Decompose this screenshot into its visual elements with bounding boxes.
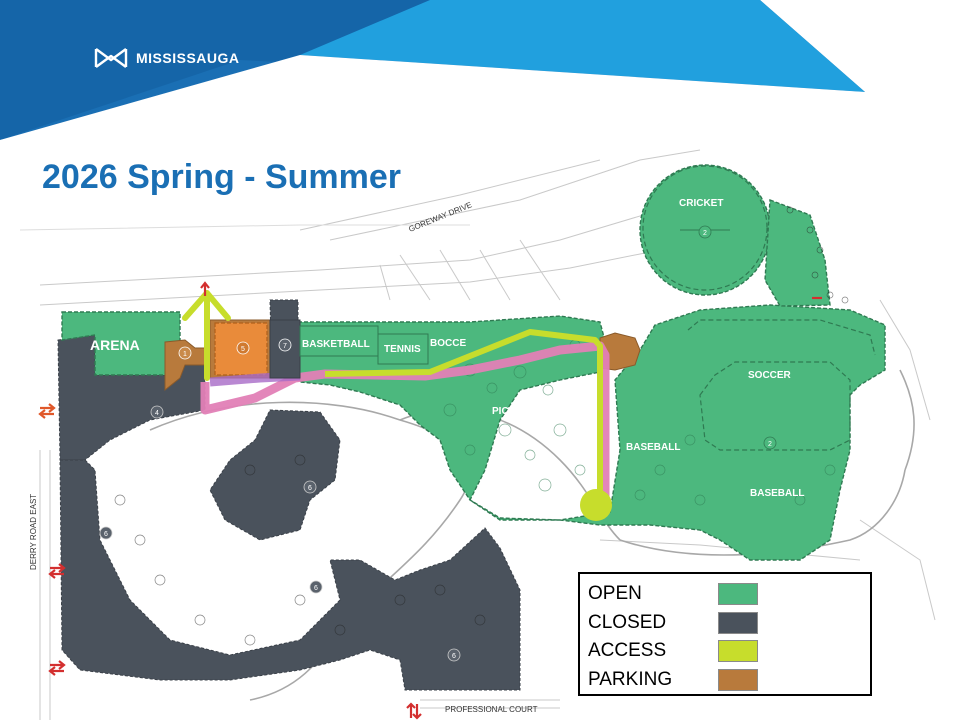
header-banner — [0, 0, 960, 150]
traffic-arrows — [38, 281, 822, 720]
facility-label-baseball-2: BASEBALL — [750, 488, 804, 499]
facility-label-tennis: TENNIS — [384, 344, 421, 355]
map-legend: OPEN CLOSED ACCESS PARKING — [578, 572, 872, 696]
legend-label: OPEN — [588, 583, 642, 605]
park-site-map: 1 5 7 4 2 2 6 6 6 6 GOREWAY DRIVE DERRY … — [19, 149, 936, 720]
legend-item-open: OPEN — [588, 580, 862, 609]
brand-logo[interactable]: MISSISSAUGA — [94, 44, 240, 72]
street-label-derry: DERRY ROAD EAST — [29, 494, 38, 570]
facility-label-soccer: SOCCER — [748, 370, 792, 381]
phase-marker-6d: 6 — [447, 648, 461, 662]
tree-canopy — [443, 339, 836, 506]
street-label-professional: PROFESSIONAL COURT — [445, 705, 538, 714]
facility-label-cricket: CRICKET — [679, 198, 723, 209]
svg-text:6: 6 — [314, 585, 318, 592]
turnaround-circle — [580, 489, 612, 521]
svg-text:7: 7 — [283, 343, 287, 350]
phase-markers: 1 5 7 4 2 2 6 6 6 6 — [99, 225, 777, 662]
basemap-linework — [19, 149, 936, 720]
svg-text:6: 6 — [308, 485, 312, 492]
facility-label-picnic: PICNIC — [492, 406, 526, 417]
mississauga-logo-icon — [94, 48, 128, 68]
legend-swatch-open — [718, 583, 758, 606]
svg-text:4: 4 — [155, 410, 159, 417]
facility-label-baseball-1: BASEBALL — [626, 442, 680, 453]
legend-item-parking: PARKING — [588, 666, 862, 695]
page-title: 2026 Spring - Summer — [42, 158, 402, 196]
svg-text:6: 6 — [104, 531, 108, 538]
svg-text:2: 2 — [703, 230, 707, 237]
phase-marker-1: 1 — [178, 346, 192, 360]
phase-marker-6b: 6 — [99, 526, 113, 540]
access-arrow — [182, 290, 231, 381]
svg-text:2: 2 — [768, 441, 772, 448]
legend-swatch-parking — [718, 668, 758, 691]
phase-marker-5: 5 — [236, 341, 250, 355]
facility-label-bocce: BOCCE — [430, 338, 466, 349]
street-label-goreway: GOREWAY DRIVE — [407, 200, 473, 234]
legend-swatch-access — [718, 640, 758, 663]
svg-text:5: 5 — [241, 346, 245, 353]
tennis-court — [377, 333, 429, 365]
header-graphic — [0, 0, 865, 150]
phase-marker-6c: 6 — [309, 580, 323, 594]
phase-marker-2b: 2 — [763, 436, 777, 450]
legend-label: PARKING — [588, 668, 673, 690]
legend-label: CLOSED — [588, 611, 667, 633]
phase-marker-2a: 2 — [698, 225, 712, 239]
facility-label-basketball: BASKETBALL — [302, 339, 370, 350]
facility-label-arena: ARENA — [90, 337, 140, 353]
brand-name: MISSISSAUGA — [136, 50, 240, 66]
legend-label: ACCESS — [588, 640, 667, 662]
phase-marker-7: 7 — [278, 338, 292, 352]
phase-marker-6a: 6 — [303, 480, 317, 494]
legend-item-closed: CLOSED — [588, 609, 862, 638]
tree-canopy-dark — [114, 206, 849, 646]
svg-text:1: 1 — [183, 351, 187, 358]
legend-item-access: ACCESS — [588, 637, 862, 666]
phase-marker-4: 4 — [150, 405, 164, 419]
field-outlines — [642, 165, 876, 451]
svg-text:6: 6 — [452, 653, 456, 660]
legend-swatch-closed — [718, 611, 758, 634]
access-route — [324, 329, 603, 505]
